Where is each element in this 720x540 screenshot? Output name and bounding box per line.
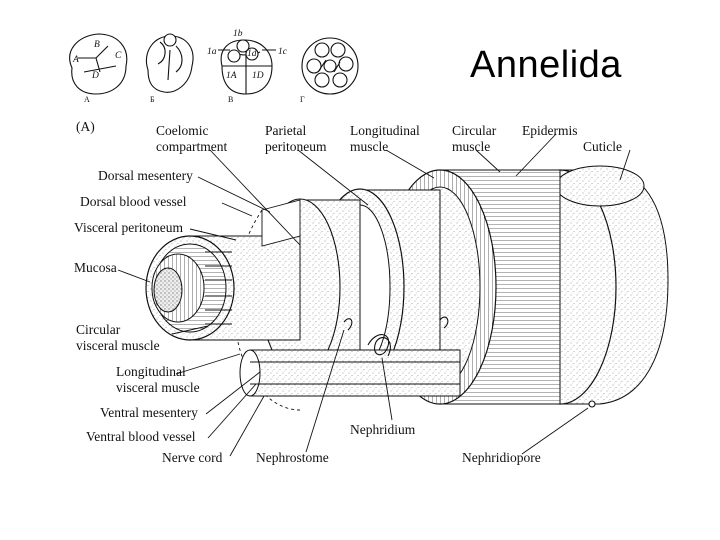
- label-longitudinal-2: muscle: [350, 139, 388, 154]
- cell-b: B: [94, 40, 100, 50]
- label-visceral-peritoneum: Visceral peritoneum: [74, 220, 184, 235]
- label-circ-visceral-2: visceral muscle: [76, 338, 160, 353]
- cleavage-sketches: B A C D A Б 1b 1a 1d: [69, 29, 359, 104]
- cleavage-stage-b: Б: [146, 33, 194, 104]
- label-mucosa: Mucosa: [74, 260, 117, 275]
- label-long-visceral-2: visceral muscle: [116, 380, 200, 395]
- cell-1A: 1A: [226, 71, 237, 81]
- label-long-visceral-1: Longitudinal: [116, 364, 186, 379]
- label-coelomic-1: Coelomic: [156, 123, 209, 138]
- cell-1b: 1b: [233, 29, 243, 39]
- label-circular-1: Circular: [452, 123, 497, 138]
- slide-title: Annelida: [470, 44, 622, 86]
- caption-d: Г: [300, 95, 305, 104]
- label-nerve-cord: Nerve cord: [162, 450, 223, 465]
- cell-c: C: [115, 51, 122, 61]
- cell-a: A: [72, 55, 79, 65]
- cleavage-stage-a: B A C D A: [69, 33, 128, 104]
- label-coelomic-2: compartment: [156, 139, 227, 154]
- leader-lines: [117, 133, 631, 457]
- diagram-labels: (A) Coelomic compartment Parietal perito…: [74, 119, 622, 465]
- label-longitudinal-1: Longitudinal: [350, 123, 420, 138]
- caption-c: В: [228, 95, 233, 104]
- label-dorsal-blood-vessel: Dorsal blood vessel: [80, 194, 187, 209]
- cell-1d: 1d: [247, 49, 257, 59]
- cell-1a: 1a: [207, 47, 217, 57]
- cleavage-stage-d: Г: [300, 37, 359, 104]
- nephridium-coils: [343, 316, 596, 408]
- cell-1D: 1D: [252, 71, 264, 81]
- label-ventral-blood-vessel: Ventral blood vessel: [86, 429, 196, 444]
- cell-1c: 1c: [278, 47, 288, 57]
- gut-tube: [145, 235, 301, 341]
- label-ventral-mesentery: Ventral mesentery: [100, 405, 198, 420]
- label-nephrostome: Nephrostome: [256, 450, 329, 465]
- label-circ-visceral-1: Circular: [76, 322, 121, 337]
- panel-label: (A): [76, 119, 95, 134]
- ventral-structures: [239, 349, 461, 397]
- caption-b: Б: [150, 95, 155, 104]
- label-nephridiopore: Nephridiopore: [462, 450, 541, 465]
- label-parietal-1: Parietal: [265, 123, 306, 138]
- label-dorsal-mesentery: Dorsal mesentery: [98, 168, 193, 183]
- label-nephridium: Nephridium: [350, 422, 416, 437]
- annelid-body: [145, 165, 669, 411]
- label-cuticle: Cuticle: [583, 139, 622, 154]
- caption-a: A: [84, 95, 90, 104]
- label-parietal-2: peritoneum: [265, 139, 327, 154]
- cleavage-stage-c: 1b 1a 1d 1c 1A 1D В: [207, 29, 288, 104]
- cell-d: D: [91, 71, 99, 81]
- label-epidermis: Epidermis: [522, 123, 578, 138]
- label-circular-2: muscle: [452, 139, 490, 154]
